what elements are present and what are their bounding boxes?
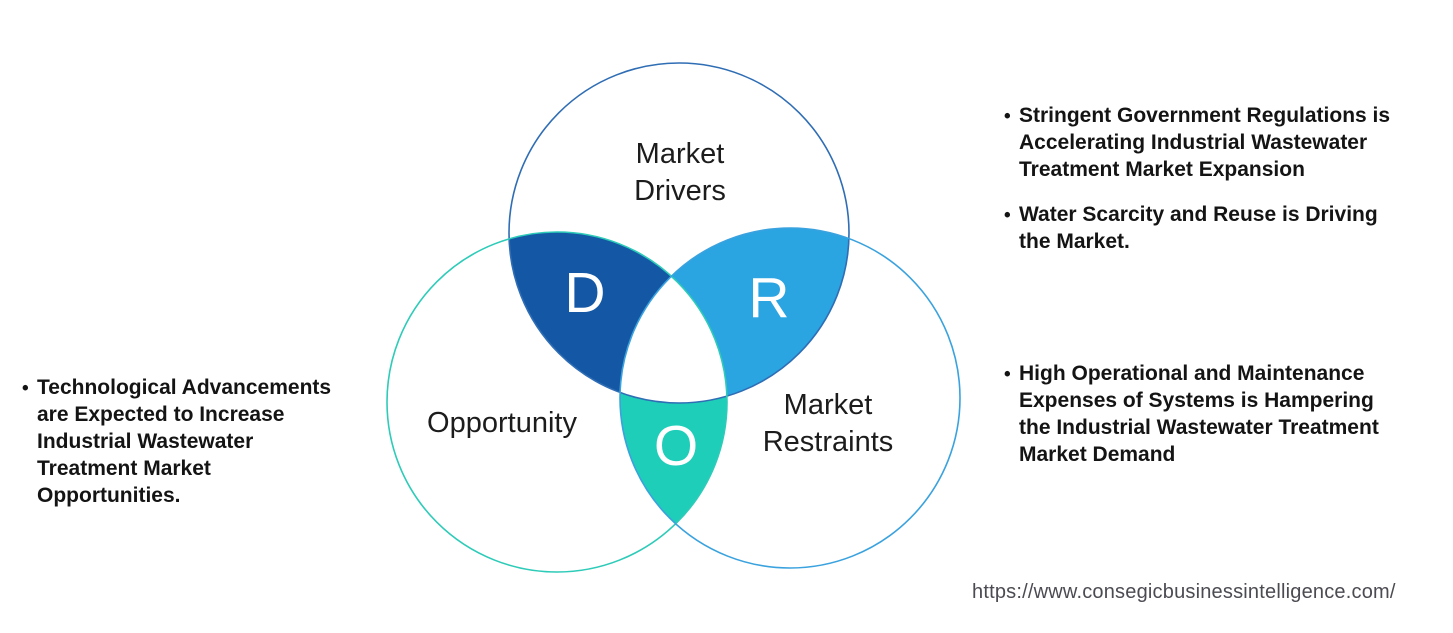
bullet-icon <box>1004 360 1019 388</box>
note-text: High Operational and Maintenance Expense… <box>1019 362 1379 466</box>
list-item: Water Scarcity and Reuse is Driving the … <box>1004 201 1424 255</box>
list-item: Technological Advancements are Expected … <box>22 374 362 509</box>
label-market-restraints: Market Restraints <box>762 389 894 458</box>
note-text: Stringent Government Regulations is Acce… <box>1019 104 1391 181</box>
label-opportunity: Opportunity <box>427 407 577 439</box>
note-text: Technological Advancements are Expected … <box>37 376 332 507</box>
list-item: Stringent Government Regulations is Acce… <box>1004 102 1424 183</box>
source-url: https://www.consegicbusinessintelligence… <box>972 581 1396 603</box>
circle-market-drivers <box>508 62 850 404</box>
list-item: High Operational and Maintenance Expense… <box>1004 360 1434 468</box>
overlap-letter-o: O <box>653 414 699 478</box>
overlap-letter-d: D <box>564 261 606 325</box>
drivers-bullet-list: Stringent Government Regulations is Acce… <box>1004 102 1424 255</box>
circle-opportunity <box>386 231 728 573</box>
circle-market-restraints <box>619 227 961 569</box>
overlap-letter-r: R <box>748 266 790 330</box>
bullet-icon <box>1004 201 1019 229</box>
note-text: Water Scarcity and Reuse is Driving the … <box>1019 203 1378 253</box>
bullet-icon <box>22 374 37 402</box>
bullet-icon <box>1004 102 1019 130</box>
restraints-bullet-list: High Operational and Maintenance Expense… <box>1004 360 1434 468</box>
label-market-drivers: Market Drivers <box>634 138 726 207</box>
opportunity-bullet-list: Technological Advancements are Expected … <box>22 374 362 509</box>
